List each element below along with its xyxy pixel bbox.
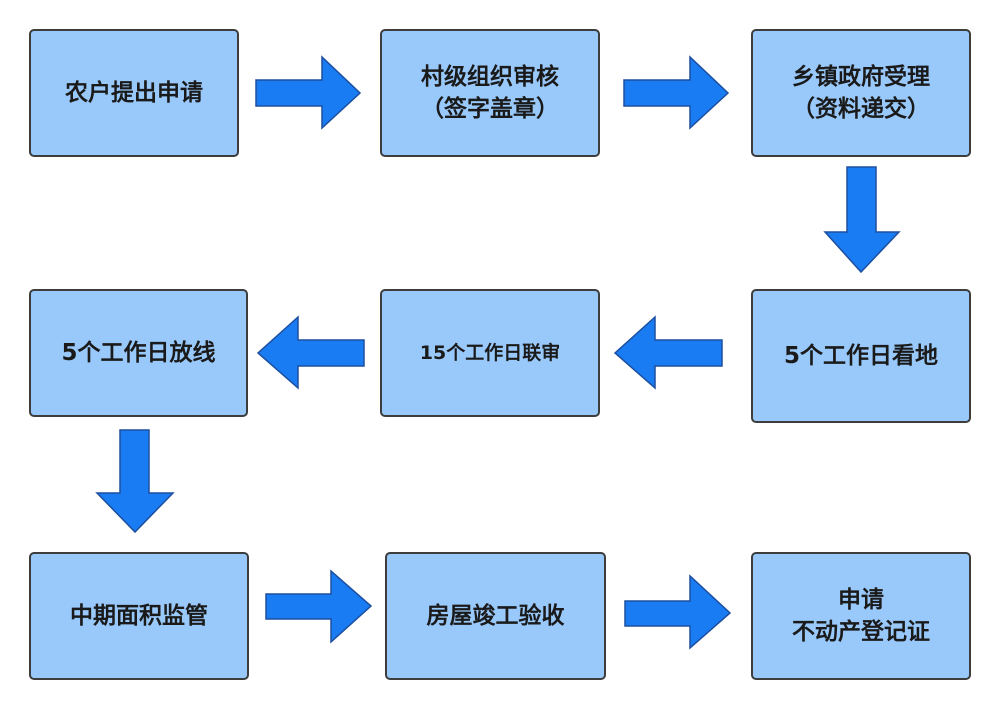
step-apply: 农户提出申请 — [29, 29, 239, 157]
arrow-right-icon — [265, 569, 373, 644]
arrow-left-icon — [613, 315, 723, 390]
step-site-inspection: 5个工作日看地 — [751, 289, 971, 423]
arrow-left-icon — [256, 315, 365, 390]
arrow-right-icon — [624, 574, 732, 650]
step-township-accept-note: （资料递交） — [792, 96, 930, 122]
step-layout-marking-label: 5个工作日放线 — [61, 340, 216, 366]
arrow-down-icon — [95, 429, 175, 534]
step-village-review: 村级组织审核 （签字盖章） — [380, 29, 600, 157]
step-village-review-label: 村级组织审核 — [421, 64, 559, 90]
step-completion-acceptance: 房屋竣工验收 — [385, 552, 606, 680]
step-village-review-note: （签字盖章） — [421, 96, 559, 122]
step-property-certificate: 申请 不动产登记证 — [751, 552, 971, 680]
step-site-inspection-label: 5个工作日看地 — [783, 343, 938, 369]
arrow-right-icon — [623, 55, 730, 130]
step-layout-marking: 5个工作日放线 — [29, 289, 248, 417]
arrow-down-icon — [823, 166, 901, 274]
step-completion-acceptance-label: 房屋竣工验收 — [426, 603, 565, 629]
step-township-accept-label: 乡镇政府受理 — [792, 64, 930, 90]
step-township-accept: 乡镇政府受理 （资料递交） — [751, 29, 971, 157]
step-property-certificate-label: 申请 — [838, 587, 884, 613]
step-area-supervision-label: 中期面积监管 — [70, 603, 208, 629]
step-property-certificate-note: 不动产登记证 — [792, 619, 930, 645]
step-joint-review: 15个工作日联审 — [380, 289, 600, 417]
step-area-supervision: 中期面积监管 — [29, 552, 249, 680]
step-apply-label: 农户提出申请 — [65, 80, 203, 106]
arrow-right-icon — [255, 55, 362, 130]
step-joint-review-label: 15个工作日联审 — [419, 342, 561, 364]
